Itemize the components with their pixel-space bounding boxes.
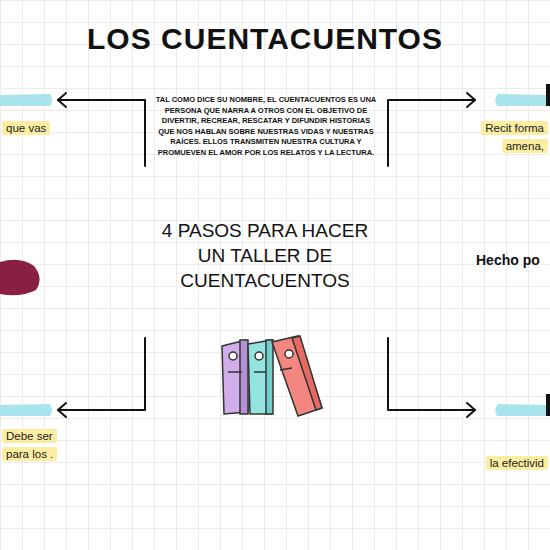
highlight-note: Debe ser para los . [2,427,58,463]
box-fragment [546,84,550,106]
note-text: Debe ser para los . [2,429,57,461]
note-text: la efectivid [486,456,548,470]
arrows [58,93,475,417]
highlight-note: Recit forma amena, [456,119,548,155]
intro-paragraph: TAL COMO DICE SU NOMBRE, EL CUENTACUENTO… [153,95,379,159]
box-fragment [546,394,550,416]
highlight-bars [0,94,550,416]
central-heading: 4 PASOS PARA HACER UN TALLER DE CUENTACU… [160,218,370,293]
maroon-blob [0,260,40,296]
note-text: que vas [2,121,50,135]
note-text: Recit forma amena, [481,121,548,153]
credit-text: Hecho po [476,252,540,268]
highlight-note: que vas [2,119,62,137]
highlight-note: la efectivid [448,454,548,472]
title: LOS CUENTACUENTOS [0,22,530,56]
binders [222,336,322,416]
